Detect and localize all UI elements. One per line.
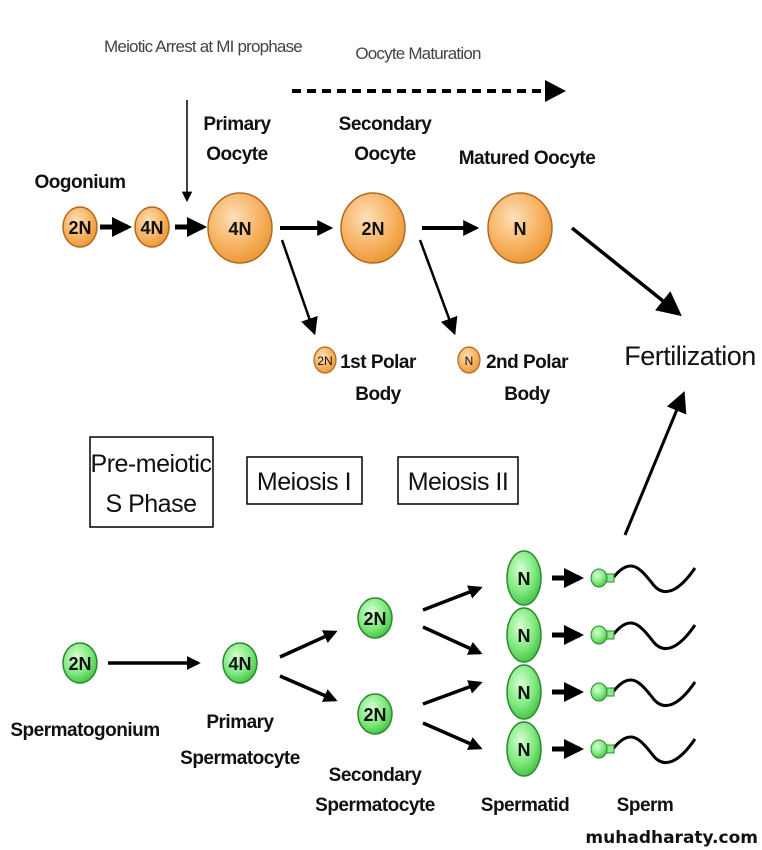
secondary-oocyte-label-2: Oocyte xyxy=(354,144,415,165)
spermatogonium-label: Spermatogonium xyxy=(10,720,159,741)
svg-text:2N: 2N xyxy=(361,219,384,239)
arrow xyxy=(422,721,483,750)
svg-text:2N: 2N xyxy=(68,654,91,674)
secondary-oocyte-cell: 2N xyxy=(340,192,406,264)
svg-text:2N: 2N xyxy=(68,218,91,238)
svg-text:Meiosis II: Meiosis II xyxy=(408,468,509,496)
primary-spermatocyte-label-1: Primary xyxy=(206,712,274,733)
secondary-spermatocyte-label-1: Secondary xyxy=(329,765,423,786)
sperm-label: Sperm xyxy=(617,795,674,816)
svg-text:2N: 2N xyxy=(317,354,332,368)
meiosis-i-box: Meiosis I xyxy=(246,456,363,505)
first-polar-body-label-2: Body xyxy=(355,384,401,405)
svg-text:Meiosis I: Meiosis I xyxy=(257,468,351,496)
svg-text:N: N xyxy=(518,569,531,589)
first-polar-body-label-1: 1st Polar xyxy=(340,352,417,373)
second-polar-body-label-1: 2nd Polar xyxy=(486,352,569,373)
svg-text:4N: 4N xyxy=(228,219,251,239)
arrow xyxy=(418,239,458,336)
svg-text:2N: 2N xyxy=(363,609,386,629)
arrow xyxy=(422,625,483,655)
oogonium-label: Oogonium xyxy=(35,172,126,193)
primary-spermatocyte-label-2: Spermatocyte xyxy=(180,748,300,769)
primary-oocyte-label-1: Primary xyxy=(203,114,271,135)
svg-text:N: N xyxy=(514,219,527,239)
meiotic-arrest-label: Meiotic Arrest at MI prophase xyxy=(104,37,302,56)
sperm-cell xyxy=(590,564,697,594)
svg-text:2N: 2N xyxy=(363,705,386,725)
primary-oocyte-label-2: Oocyte xyxy=(206,144,267,165)
svg-text:N: N xyxy=(518,626,531,646)
svg-text:4N: 4N xyxy=(228,654,251,674)
oocyte-maturation-label: Oocyte Maturation xyxy=(355,44,481,63)
arrow xyxy=(422,680,483,706)
svg-text:N: N xyxy=(518,740,531,760)
primary-spermatocyte-cell: 4N xyxy=(222,642,258,684)
arrow xyxy=(422,585,483,612)
fertilization-label: Fertilization xyxy=(624,341,756,371)
spermatid-cell: N xyxy=(506,664,542,720)
oogonium-cell: 2N xyxy=(62,206,98,248)
first-polar-body-cell: 2N xyxy=(313,346,337,374)
spermatid-cell: N xyxy=(506,550,542,606)
spermatogonium-cell: 2N xyxy=(62,642,98,684)
sperm-to-fertilization-arrow xyxy=(623,391,687,536)
arrow xyxy=(280,239,318,336)
replicated-oogonium-cell: 4N xyxy=(134,206,170,248)
svg-text:N: N xyxy=(518,683,531,703)
second-polar-body-label-2: Body xyxy=(504,384,550,405)
svg-text:N: N xyxy=(465,354,474,368)
spermatid-cell: N xyxy=(506,607,542,663)
spermatid-cell: N xyxy=(506,721,542,777)
svg-text:S Phase: S Phase xyxy=(105,490,196,518)
matured-oocyte-cell: N xyxy=(487,192,553,264)
sperm-cell xyxy=(590,735,697,765)
spermatid-label: Spermatid xyxy=(481,795,569,816)
primary-oocyte-cell: 4N xyxy=(207,192,273,264)
arrow xyxy=(279,674,338,702)
matured-oocyte-label: Matured Oocyte xyxy=(459,148,596,169)
second-polar-body-cell: N xyxy=(457,346,481,374)
maturation-arrowhead xyxy=(545,80,566,102)
meiosis-ii-box: Meiosis II xyxy=(397,456,519,505)
premeiotic-s-phase-box: Pre-meiotic S Phase xyxy=(89,436,214,528)
svg-text:Pre-meiotic: Pre-meiotic xyxy=(91,450,212,478)
sperm-cell xyxy=(590,621,697,651)
arrow-to-fertilization xyxy=(570,226,682,317)
secondary-spermatocyte-label-2: Spermatocyte xyxy=(315,795,435,816)
secondary-spermatocyte-cell: 2N xyxy=(357,597,393,639)
secondary-oocyte-label-1: Secondary xyxy=(339,114,433,135)
watermark: muhadharaty.com xyxy=(585,828,758,848)
secondary-spermatocyte-cell: 2N xyxy=(357,693,393,735)
arrow xyxy=(279,630,338,659)
svg-text:4N: 4N xyxy=(140,218,163,238)
sperm-cell xyxy=(590,678,697,708)
